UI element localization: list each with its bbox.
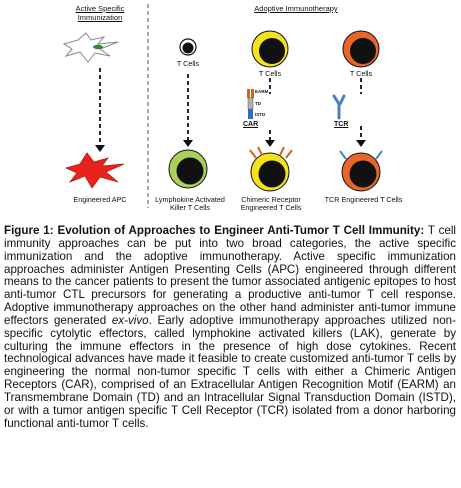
arrowhead-lak (183, 140, 193, 147)
arrowhead-tcr (356, 140, 366, 147)
tcells-label-3: T Cells (349, 69, 373, 78)
car-label: CAR (243, 121, 259, 128)
figure-panel: Active Specific Immunization Adoptive Im… (0, 0, 461, 215)
caption-ex-vivo: ex-vivo (111, 313, 149, 327)
tcr-receptor-icon (332, 94, 346, 120)
car-cells-label: Chimeric Receptor Engineered T Cells (240, 195, 302, 212)
engineered-apc-cell (64, 152, 125, 189)
lak-cell-nucleus (176, 157, 204, 185)
earm-label: EARM (255, 89, 269, 94)
apc-grey-cell (62, 32, 119, 63)
lak-label: Lymphokine Activated Killer T Cells (155, 195, 225, 212)
car-cell-receptors (249, 146, 293, 159)
tcr-cells-label: TCR Engineered T Cells (324, 195, 403, 204)
td-label: TD (255, 101, 261, 106)
section-active-label: Active Specific Immunization (75, 4, 125, 22)
tcr-cell-receptors (339, 150, 383, 160)
small-tcell-nucleus (182, 42, 194, 54)
apc-grey-nucleus (93, 44, 103, 50)
car-receptor-icon (247, 89, 254, 119)
engineered-apc-label: Engineered APC (73, 195, 127, 204)
tcr-label: TCR (334, 121, 349, 128)
tcr-cell-nucleus (349, 160, 377, 188)
arrowhead-apc (95, 145, 105, 152)
caption-title: Figure 1: Evolution of Approaches to Eng… (4, 224, 425, 237)
caption-body: T cell immunity approaches can be put in… (4, 224, 456, 327)
figure-diagram (62, 4, 383, 208)
tcells-label-1: T Cells (176, 59, 200, 68)
caption-body-2: . Early adoptive immunotherapy approache… (4, 313, 456, 430)
arrowhead-car (265, 140, 275, 147)
istd-label: ISTD (255, 112, 266, 117)
tcell-orange-nucleus (350, 38, 376, 64)
car-cell-nucleus (258, 160, 286, 188)
tcell-yellow-nucleus (259, 38, 285, 64)
tcells-label-2: T Cells (258, 69, 282, 78)
figure-caption: Figure 1: Evolution of Approaches to Eng… (4, 224, 456, 431)
section-adoptive-label: Adoptive Immunotherapy (254, 4, 338, 13)
